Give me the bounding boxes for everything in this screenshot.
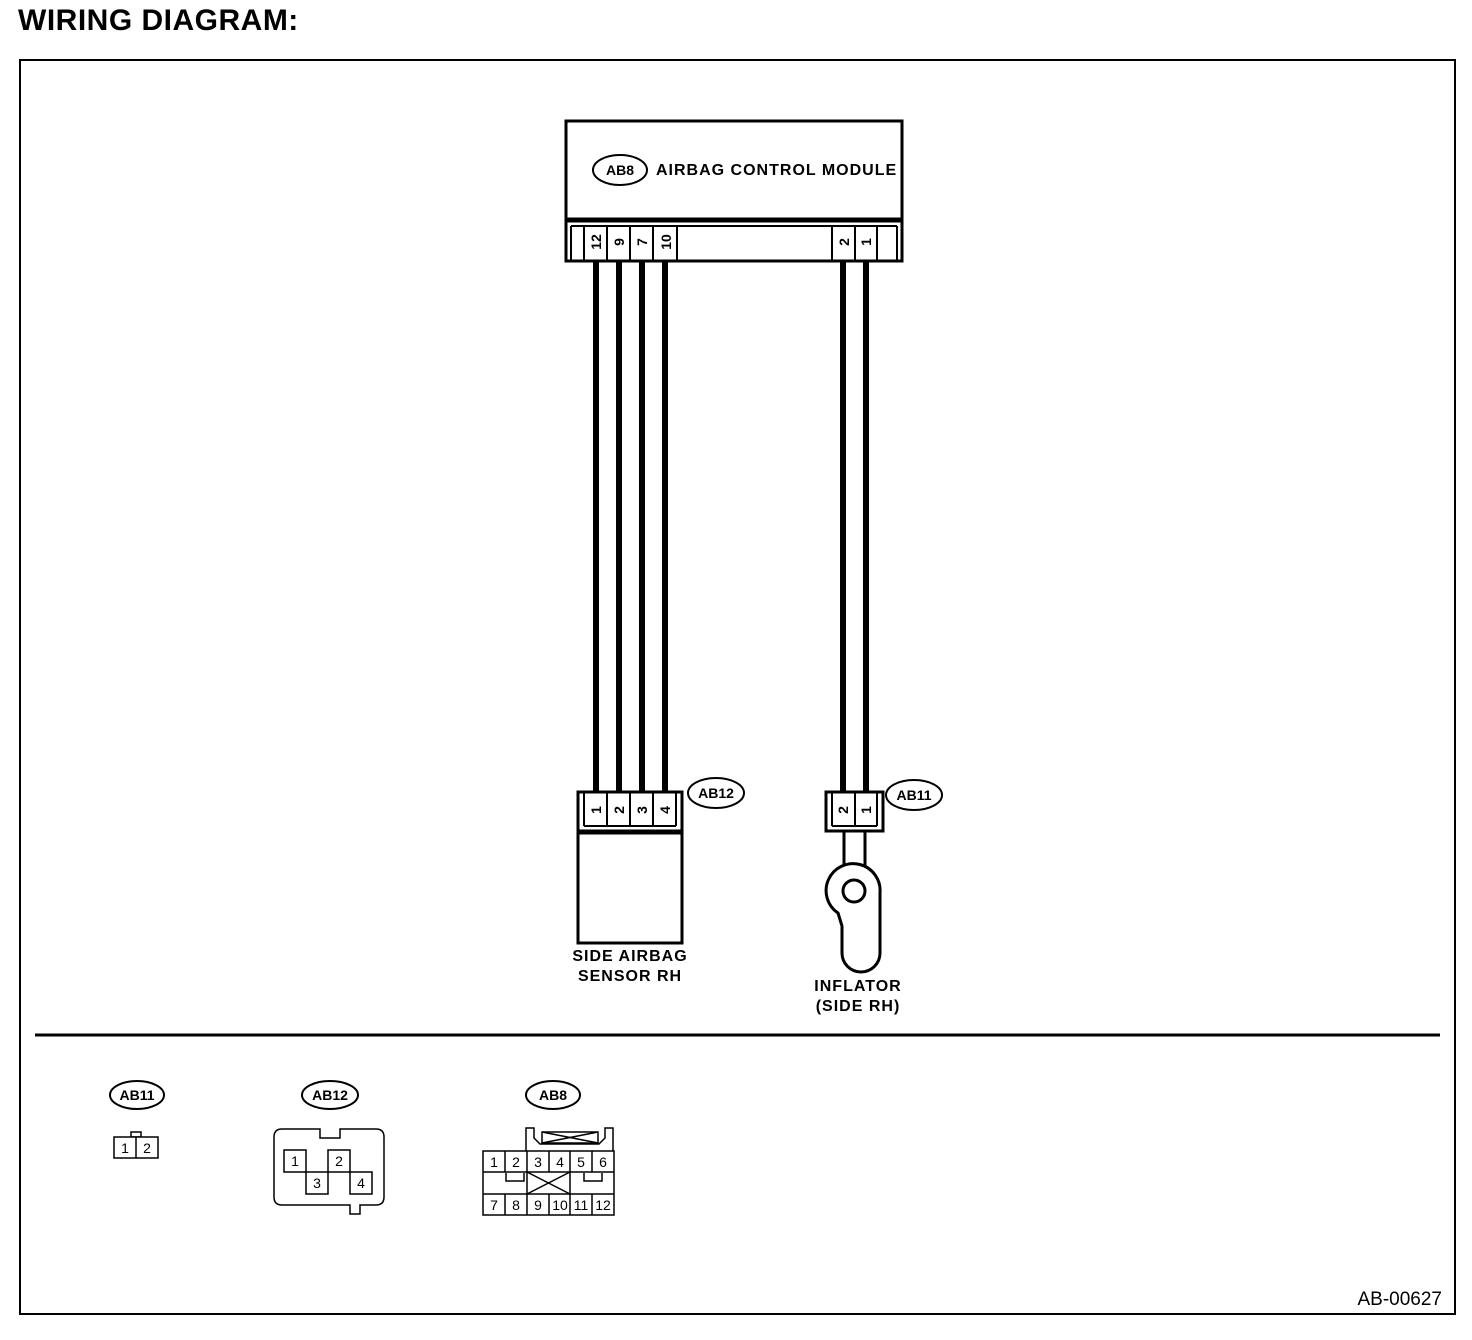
ab8-view-pin-12: 12 xyxy=(595,1197,611,1213)
sensor-pin-1: 1 xyxy=(588,806,604,814)
airbag-control-module: AB8 AIRBAG CONTROL MODULE 12 9 7 10 2 1 xyxy=(564,119,904,263)
module-pin-10: 10 xyxy=(658,234,674,250)
ab8-view-pin-10: 10 xyxy=(552,1197,568,1213)
module-pin-2: 2 xyxy=(836,238,852,246)
ab12-view-pin-1: 1 xyxy=(291,1153,299,1169)
ab8-view-pin-2: 2 xyxy=(512,1154,520,1170)
module-connector xyxy=(564,219,904,263)
inflator-tag: AB11 xyxy=(896,787,931,803)
inflator-tag-oval xyxy=(885,779,943,811)
module-pin-1: 1 xyxy=(858,238,874,246)
ab8-view-pin-5: 5 xyxy=(577,1154,585,1170)
ab8-view-pin-3: 3 xyxy=(534,1154,542,1170)
module-label: AIRBAG CONTROL MODULE xyxy=(656,162,897,179)
inflator-label-line2: (SIDE RH) xyxy=(816,998,901,1015)
ab12-view-pin-2: 2 xyxy=(335,1153,343,1169)
sensor-tag: AB12 xyxy=(698,785,734,801)
ab8-view-pin-1: 1 xyxy=(490,1154,498,1170)
ab12-view-pin-4: 4 xyxy=(357,1175,365,1191)
ab8-view-pin-11: 11 xyxy=(574,1197,589,1213)
diagram-frame xyxy=(19,59,1456,1315)
ab8-view-pin-7: 7 xyxy=(490,1197,498,1213)
inflator-pin-2: 2 xyxy=(835,806,851,814)
module-tag: AB8 xyxy=(606,162,634,178)
inflator-body xyxy=(824,862,882,974)
ab8-view-pin-8: 8 xyxy=(512,1197,520,1213)
sensor-harness xyxy=(593,261,668,792)
sensor-pin-3: 3 xyxy=(634,806,650,814)
inflator-pin-1: 1 xyxy=(858,806,874,814)
connector-view-ab11: AB11 1 2 xyxy=(109,1080,165,1159)
ab8-view-pin-4: 4 xyxy=(556,1154,564,1170)
inflator-mount-hole xyxy=(841,878,867,904)
sensor-pin-2: 2 xyxy=(611,806,627,814)
inflator: 2 1 AB11 INFLATOR (SIDE RH) xyxy=(814,779,943,1015)
module-tag-oval xyxy=(592,154,648,186)
module-pin-9: 9 xyxy=(611,238,627,246)
ab11-view-pin-2: 2 xyxy=(143,1140,151,1156)
ab11-view-tag: AB11 xyxy=(119,1087,154,1103)
connector-view-ab12: AB12 1 2 3 4 xyxy=(273,1080,385,1215)
ab8-view-pin-9: 9 xyxy=(534,1197,542,1213)
module-pin-7: 7 xyxy=(634,238,650,246)
sensor-label-line1: SIDE AIRBAG xyxy=(572,948,687,965)
module-pin-12: 12 xyxy=(588,234,604,250)
ab12-view-pin-3: 3 xyxy=(313,1175,321,1191)
connector-view-ab8: AB8 1 2 3 4 5 6 7 8 9 10 1 xyxy=(482,1080,615,1216)
sensor-body xyxy=(576,831,684,945)
page-title: WIRING DIAGRAM: xyxy=(18,4,299,37)
sensor-tag-oval xyxy=(687,777,745,809)
side-airbag-sensor: 1 2 3 4 AB12 SIDE AIRBAG SENSOR RH xyxy=(572,777,745,985)
ab8-view-tag: AB8 xyxy=(539,1087,567,1103)
sensor-label-line2: SENSOR RH xyxy=(578,968,682,985)
inflator-harness xyxy=(840,261,869,792)
figure-code: AB-00627 xyxy=(1357,1289,1442,1310)
ab8-view-pin-6: 6 xyxy=(599,1154,607,1170)
ab11-view-pin-1: 1 xyxy=(121,1140,129,1156)
ab12-view-tag: AB12 xyxy=(312,1087,348,1103)
inflator-label-line1: INFLATOR xyxy=(814,978,901,995)
sensor-pin-4: 4 xyxy=(657,806,673,814)
